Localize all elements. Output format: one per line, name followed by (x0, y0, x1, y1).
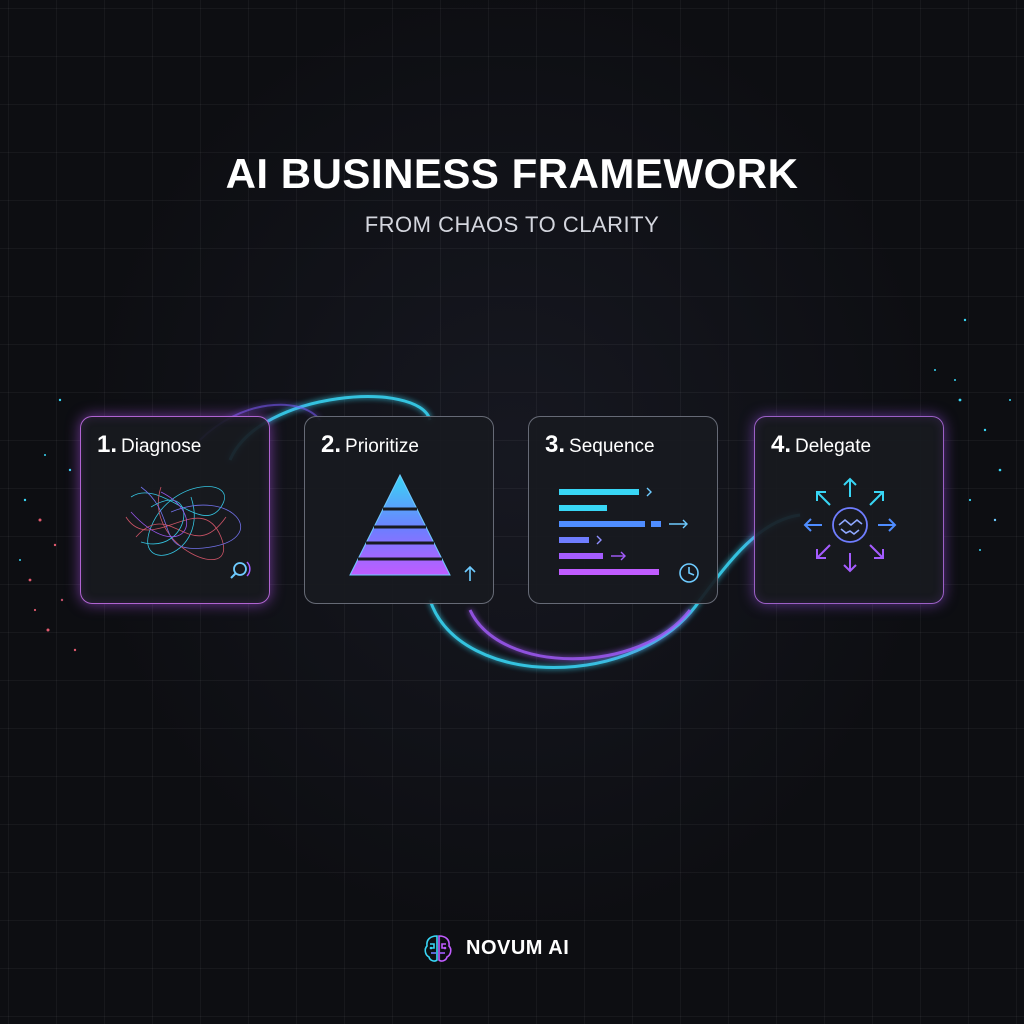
page-subtitle: FROM CHAOS TO CLARITY (364, 212, 660, 237)
page-title: AI BUSINESS FRAMEWORK (225, 150, 799, 197)
step-label-delegate: 4.Delegate (771, 431, 871, 459)
step-card-prioritize[interactable]: 2.Prioritize (304, 416, 494, 604)
step-title: Prioritize (345, 436, 419, 457)
layered-pyramid-icon (349, 473, 476, 581)
step-title: Diagnose (121, 436, 202, 457)
step-card-diagnose[interactable]: 1.Diagnose (80, 416, 270, 604)
timeline-bars-icon (559, 487, 699, 583)
step-number: 3. (545, 431, 566, 458)
step-number: 2. (321, 431, 342, 458)
step-label-sequence: 3.Sequence (545, 431, 655, 459)
brand-name: NOVUM AI (466, 936, 570, 959)
brain-circuit-logo-icon (424, 935, 452, 962)
step-number: 4. (771, 431, 792, 458)
particles-left (19, 398, 77, 652)
handshake-icon (803, 477, 897, 573)
tangled-network-icon (125, 486, 251, 579)
step-title: Sequence (569, 436, 655, 457)
up-arrow-icon (464, 565, 476, 581)
step-card-sequence[interactable]: 3.Sequence (528, 416, 718, 604)
outward-arrows-icon (803, 477, 897, 573)
step-label-diagnose: 1.Diagnose (97, 431, 201, 459)
magnifier-icon (230, 561, 251, 579)
step-title: Delegate (795, 436, 872, 457)
step-card-delegate[interactable]: 4.Delegate (754, 416, 944, 604)
step-label-prioritize: 2.Prioritize (321, 431, 419, 459)
step-number: 1. (97, 431, 118, 458)
clock-icon (679, 563, 699, 583)
particles-right (934, 318, 1011, 551)
brand-footer: NOVUM AI (420, 930, 569, 966)
